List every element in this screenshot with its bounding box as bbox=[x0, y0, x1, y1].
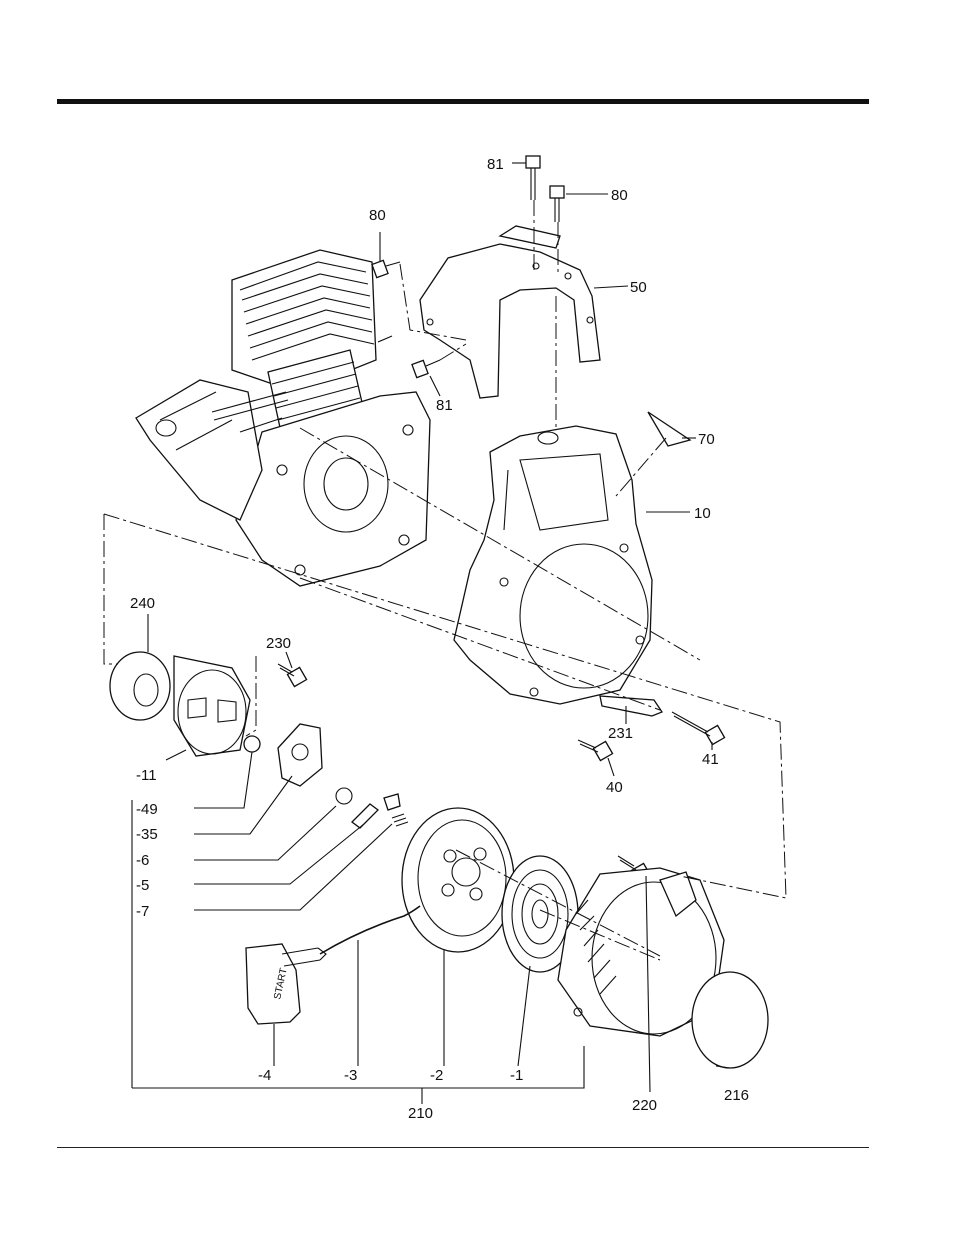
label-216: 216 bbox=[724, 1087, 749, 1104]
label-80-right: 80 bbox=[611, 187, 628, 204]
label-220: 220 bbox=[632, 1097, 657, 1114]
bolt-80-right bbox=[550, 186, 564, 222]
label-80-left: 80 bbox=[369, 207, 386, 224]
label-sub-11: -11 bbox=[136, 767, 157, 784]
label-sub-35: -35 bbox=[136, 826, 158, 843]
label-sub-7: -7 bbox=[136, 903, 149, 920]
fan-housing-10 bbox=[454, 426, 652, 704]
label-50: 50 bbox=[630, 279, 647, 296]
engine-assembly bbox=[136, 250, 430, 586]
rope-3 bbox=[320, 906, 420, 954]
bolt-81-side bbox=[412, 360, 440, 378]
disc-216 bbox=[692, 972, 768, 1068]
label-sub-6: -6 bbox=[136, 852, 149, 869]
ratchet-parts bbox=[244, 724, 408, 828]
bolt-80-left bbox=[372, 260, 400, 277]
bolt-41 bbox=[672, 712, 725, 745]
label-sub-4: -4 bbox=[258, 1067, 271, 1084]
reel-2 bbox=[402, 808, 514, 952]
bolt-40 bbox=[578, 740, 613, 761]
label-sub-5: -5 bbox=[136, 877, 149, 894]
label-sub-1: -1 bbox=[510, 1067, 523, 1084]
starter-pulley-240 bbox=[110, 652, 250, 756]
label-240: 240 bbox=[130, 595, 155, 612]
label-230: 230 bbox=[266, 635, 291, 652]
label-210: 210 bbox=[408, 1105, 433, 1122]
top-cover-50 bbox=[420, 226, 600, 398]
label-70: 70 bbox=[698, 431, 715, 448]
bolt-81-top bbox=[526, 156, 540, 200]
label-41: 41 bbox=[702, 751, 719, 768]
footer-rule bbox=[57, 1147, 869, 1148]
label-10: 10 bbox=[694, 505, 711, 522]
label-40: 40 bbox=[606, 779, 623, 796]
label-231: 231 bbox=[608, 725, 633, 742]
label-sub-49: -49 bbox=[136, 801, 158, 818]
plate-70 bbox=[648, 412, 690, 446]
label-81-side: 81 bbox=[436, 397, 453, 414]
label-81-top: 81 bbox=[487, 156, 504, 173]
label-sub-3: -3 bbox=[344, 1067, 357, 1084]
label-sub-2: -2 bbox=[430, 1067, 443, 1084]
